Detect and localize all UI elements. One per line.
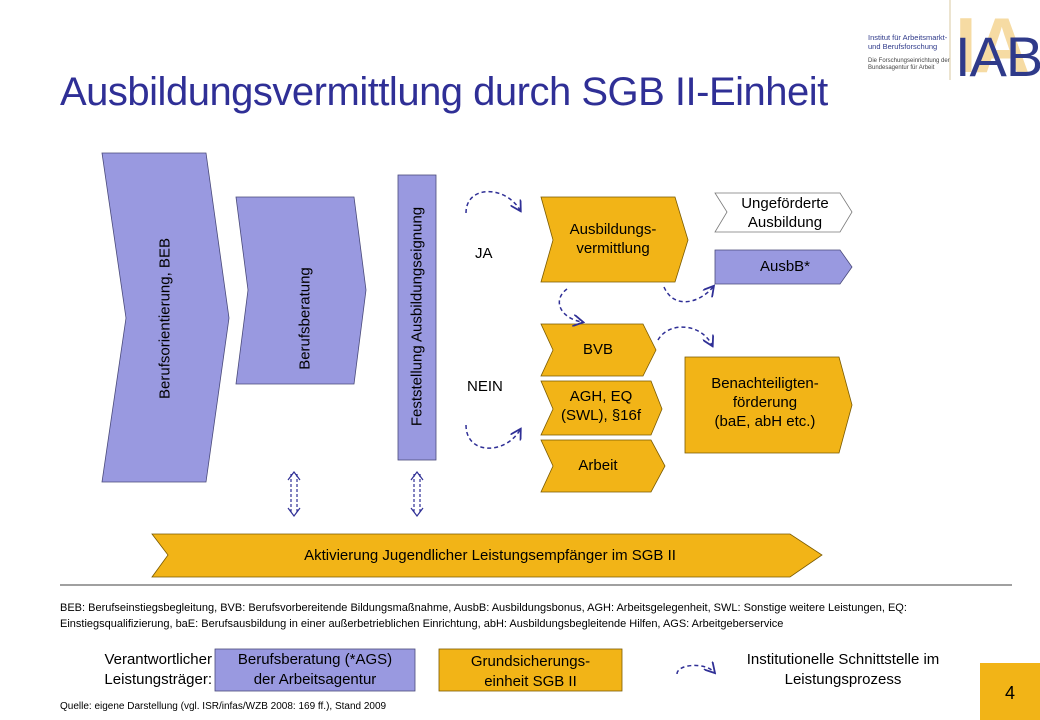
legend-agentur-line-2: der Arbeitsagentur [253, 671, 377, 688]
benacht-line-2: förderung [732, 394, 798, 411]
benacht-line-1: Benachteiligten- [711, 375, 819, 392]
legend-traeger-label: Verantwortlicher Leistungsträger: [52, 650, 212, 690]
arbeit-chevron [540, 439, 666, 493]
agh-line-2: (SWL), §16f [560, 407, 642, 424]
aktivierung-label: Aktivierung Jugendlicher Leistungsempfän… [304, 547, 676, 564]
beb-label: Berufsorientierung, BEB [156, 238, 174, 399]
ungefoerderte-label: Ungeförderte Ausbildung [720, 194, 850, 232]
logo-line-1: Institut für Arbeitsmarkt- [868, 33, 948, 42]
legend-schnitt-label: Institutionelle Schnittstelle im Leistun… [718, 650, 968, 690]
legend-sgb-label: Grundsicherungs- einheit SGB II [439, 652, 622, 692]
feststellung-label: Feststellung Ausbildungseignung [408, 206, 426, 427]
dashed-arrow-bvb-benacht [657, 326, 712, 345]
feststellung-box [397, 174, 437, 461]
legend-sgb-line-1: Grundsicherungs- [470, 653, 591, 670]
aktivierung-arrow [151, 533, 823, 578]
legend-schnitt-line-1: Institutionelle Schnittstelle im [746, 651, 940, 668]
logo-background-mark: IA [955, 1, 1030, 89]
legend-sgb-box [438, 648, 623, 692]
vermittlung-label: Ausbildungs- vermittlung [548, 220, 678, 258]
legend-agentur-line-1: Berufsberatung (*AGS) [237, 651, 393, 668]
source-note: Quelle: eigene Darstellung (vgl. ISR/inf… [60, 701, 387, 712]
dashed-arrow-nein [465, 424, 520, 449]
ungefoerderte-line-1: Ungeförderte [741, 195, 829, 212]
dashed-arrow-vermittlung-bvb [558, 288, 582, 322]
ausbb-chevron [714, 249, 853, 285]
vertical-arrow-heads-2 [410, 471, 424, 517]
legend-schnitt-line-2: Leistungsprozess [784, 671, 902, 688]
vermittlung-line-2: vermittlung [576, 240, 650, 257]
beb-chevron [101, 152, 230, 483]
vermittlung-chevron [540, 196, 689, 283]
bvb-chevron [540, 323, 657, 377]
dashed-arrow-vermittlung-ausbb [663, 287, 713, 303]
arbeit-label: Arbeit [578, 457, 618, 474]
agh-label: AGH, EQ (SWL), §16f [544, 387, 658, 425]
logo-institute-name: Institut für Arbeitsmarkt- und Berufsfor… [868, 33, 948, 51]
vertical-arrow-feststellung [413, 474, 421, 514]
agh-line-1: AGH, EQ [569, 388, 633, 405]
ja-label: JA [475, 245, 493, 262]
ungefoerderte-line-2: Ausbildung [747, 214, 823, 231]
legend-agentur-label: Berufsberatung (*AGS) der Arbeitsagentur [215, 650, 415, 690]
page-title: Ausbildungsvermittlung durch SGB II-Einh… [60, 70, 828, 114]
legend-sgb-line-2: einheit SGB II [484, 673, 577, 690]
page-number-box [980, 663, 1040, 720]
legend-traeger-line-1: Verantwortlicher [104, 651, 212, 668]
logo-line-2: und Berufsforschung [868, 41, 938, 51]
beratung-chevron [235, 196, 367, 385]
agh-chevron [540, 380, 663, 436]
benacht-label: Benachteiligten- förderung (baE, abH etc… [690, 374, 840, 431]
legend-traeger-line-2: Leistungsträger: [104, 671, 212, 688]
benacht-line-3: (baE, abH etc.) [714, 413, 816, 430]
ungefoerderte-chevron [714, 192, 853, 233]
bvb-label: BVB [582, 341, 613, 358]
legend-agentur-box [214, 648, 416, 692]
benacht-chevron [684, 356, 853, 454]
ausbb-label: AusbB* [759, 258, 811, 275]
nein-label: NEIN [467, 378, 503, 395]
dashed-arrow-ja [465, 190, 520, 214]
logo-sub-line-1: Die Forschungseinrichtung der [868, 58, 950, 64]
beratung-label: Berufsberatung [296, 267, 314, 370]
abbreviations-footnote: BEB: Berufseinstiegsbegleitung, BVB: Ber… [60, 602, 907, 630]
vermittlung-line-1: Ausbildungs- [569, 221, 657, 238]
iab-logo: IAB [955, 25, 1040, 88]
logo-sub-line-2: Bundesagentur für Arbeit [868, 65, 935, 71]
vertical-arrow-heads-1 [287, 471, 301, 517]
legend-dashed-arrow [676, 665, 714, 674]
logo-subtitle: Die Forschungseinrichtung der Bundesagen… [868, 58, 950, 72]
vertical-arrow-beratung [290, 474, 298, 514]
page-number: 4 [1004, 683, 1015, 703]
